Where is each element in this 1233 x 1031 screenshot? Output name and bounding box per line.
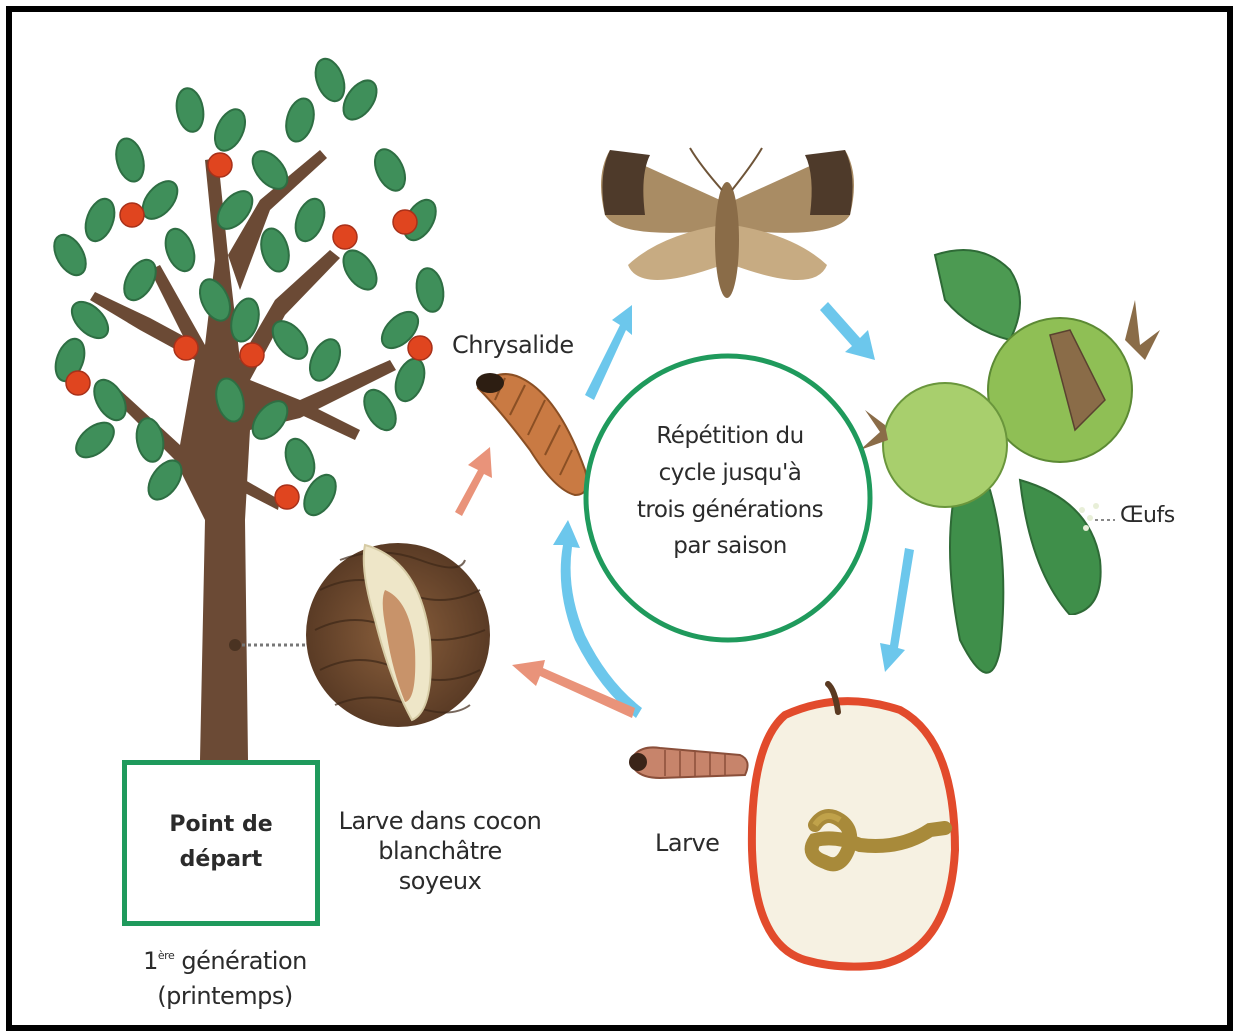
outer-frame — [6, 6, 1233, 1031]
